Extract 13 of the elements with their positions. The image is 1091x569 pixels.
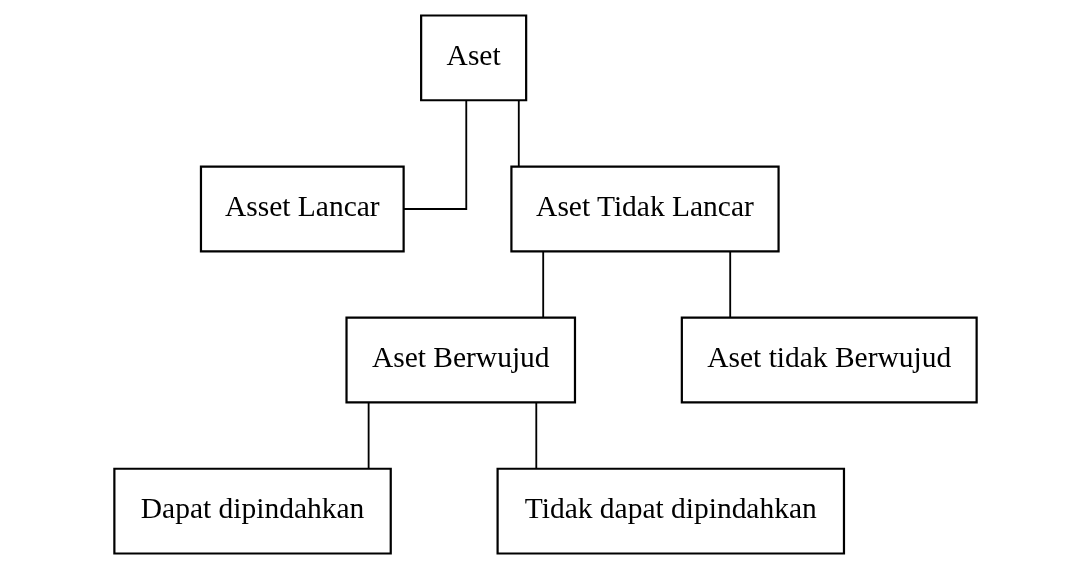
node-box: Aset Berwujud (345, 316, 577, 404)
node-box: Asset Lancar (199, 165, 405, 253)
connector (729, 250, 732, 319)
node-box: Aset tidak Berwujud (680, 316, 978, 404)
connector (517, 99, 520, 168)
node-box: Aset Tidak Lancar (510, 165, 780, 253)
node-box: Aset (420, 14, 528, 102)
connector (402, 99, 468, 210)
node-box: Dapat dipindahkan (113, 467, 392, 555)
connector (535, 402, 538, 470)
connector (367, 402, 370, 470)
node-box: Tidak dapat dipindahkan (496, 467, 846, 555)
connector (542, 250, 545, 319)
